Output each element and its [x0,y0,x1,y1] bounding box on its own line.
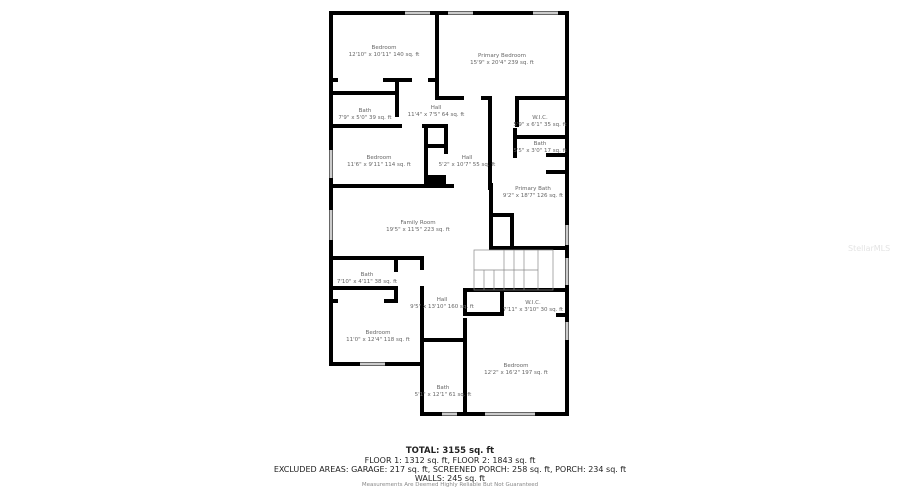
room-name: Family Room [400,220,436,226]
room-dims: 9'2" x 18'7" 126 sq. ft [502,193,564,199]
disclaimer: Measurements Are Deemed Highly Reliable … [361,482,539,488]
room-dims: 15'9" x 20'4" 239 sq. ft [470,60,534,66]
room-name: W.I.C. [532,115,548,121]
room-name: Hall [430,105,442,111]
chimney-block [426,175,446,187]
walls-area: WALLS: 245 sq. ft [414,474,486,483]
room-dims: 7'10" x 4'11" 38 sq. ft [336,279,398,285]
room-dims: 11'6" x 9'11" 114 sq. ft [347,162,411,168]
room-name: Bath [436,385,450,391]
room-dims: 5'1" x 12'1" 61 sq. ft [414,392,472,398]
room-dims: 9'5" x 13'10" 160 sq. ft [410,304,474,310]
walls [329,11,569,416]
room-dims: 12'2" x 16'2" 197 sq. ft [484,370,548,376]
floor-areas: FLOOR 1: 1312 sq. ft, FLOOR 2: 1843 sq. … [364,456,536,465]
room-dims: 19'5" x 11'5" 223 sq. ft [386,227,450,233]
room-name: Bedroom [503,363,529,369]
watermark-logo: StellarMLS [848,244,891,253]
room-dims: 5'9" x 6'1" 35 sq. ft [513,122,567,128]
room-label: W.I.C.5'9" x 6'1" 35 sq. ft [513,115,566,129]
excluded-areas: EXCLUDED AREAS: GARAGE: 217 sq. ft, SCRE… [273,465,627,474]
room-name: Bath [360,272,374,278]
total-area: TOTAL: 3155 sq. ft [405,446,495,456]
windows [329,11,569,416]
room-name: Bedroom [365,330,391,336]
room-label: W.I.C.7'11" x 3'10" 30 sq. ft [503,300,563,314]
room-name: Bath [533,141,547,147]
room-name: Hall [461,155,473,161]
room-name: Primary Bath [515,186,551,192]
room-dims: 5'2" x 10'7" 55 sq. ft [438,162,496,168]
room-dims: 5'5" x 3'0" 17 sq. ft [513,148,567,154]
room-dims: 7'11" x 3'10" 30 sq. ft [502,307,564,313]
room-dims: 12'10" x 10'11" 140 sq. ft [348,52,420,58]
room-name: Bedroom [366,155,392,161]
stairs [473,249,554,291]
room-name: Primary Bedroom [478,53,526,59]
room-dims: 7'9" x 5'0" 39 sq. ft [338,115,392,121]
room-dims: 11'0" x 12'4" 118 sq. ft [346,337,410,343]
room-name: Hall [436,297,448,303]
room-name: W.I.C. [525,300,541,306]
room-name: Bedroom [371,45,397,51]
room-name: Bath [358,108,372,114]
room-dims: 11'4" x 7'5" 64 sq. ft [407,112,465,118]
